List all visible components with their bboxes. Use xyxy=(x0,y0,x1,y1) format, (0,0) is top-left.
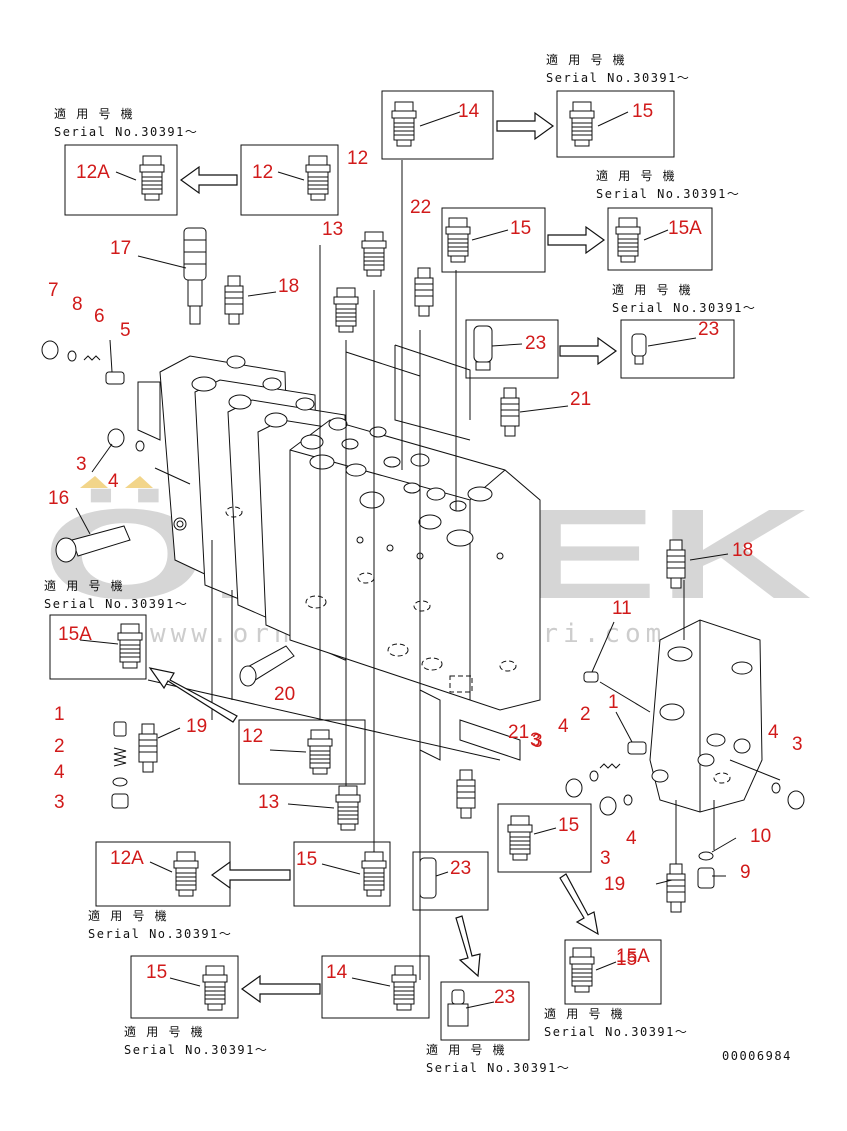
callout-label: 18 xyxy=(278,276,299,297)
callout-label: 3 xyxy=(792,734,803,755)
callout-label: 23 xyxy=(525,333,546,354)
callout-label: 19 xyxy=(186,716,207,737)
callout-label: 14 xyxy=(326,962,348,983)
main-valve-body xyxy=(137,160,541,980)
callout-label: 15A xyxy=(668,218,702,239)
callout-label: 3 xyxy=(600,848,611,869)
serial-note-line1: 適 用 号 機 xyxy=(596,168,676,183)
serial-note-line2: Serial No.30391～ xyxy=(88,927,232,941)
callout-label: 23 xyxy=(494,987,515,1008)
callout-label: 1 xyxy=(54,704,65,725)
right-sub-block xyxy=(599,580,781,870)
callout-label: 3 xyxy=(530,730,541,751)
watermark-umlaut-left xyxy=(80,476,108,488)
serial-note-line1: 適 用 号 機 xyxy=(544,1006,624,1021)
callout-label: 13 xyxy=(322,219,343,240)
callout-label: 11 xyxy=(612,598,632,619)
callout-label: 12 xyxy=(252,162,273,183)
callout-label: 2 xyxy=(54,736,65,757)
drawing-number: 00006984 xyxy=(722,1049,792,1063)
callout-label: 15 xyxy=(296,849,317,870)
serial-note-line1: 適 用 号 機 xyxy=(54,106,134,121)
watermark-umlaut-right xyxy=(125,476,153,488)
callout-label: 4 xyxy=(626,828,637,849)
serial-note-line1: 適 用 号 機 xyxy=(44,578,124,593)
box-arrows xyxy=(148,111,618,1004)
callout-label: 9 xyxy=(740,862,751,883)
serial-note-line2: Serial No.30391～ xyxy=(54,125,198,139)
callout-label: 15 xyxy=(616,949,637,970)
callout-label: 5 xyxy=(120,320,131,341)
serial-note-line1: 適 用 号 機 xyxy=(426,1042,506,1057)
serial-note-line1: 適 用 号 機 xyxy=(124,1024,204,1039)
callout-label: 4 xyxy=(768,722,779,743)
callout-label: 23 xyxy=(698,319,719,340)
callout-label: 4 xyxy=(54,762,65,783)
callout-label: 3 xyxy=(76,454,87,475)
callout-label: 15 xyxy=(558,815,579,836)
serial-note-line2: Serial No.30391～ xyxy=(124,1043,268,1057)
callout-label: 22 xyxy=(410,197,431,218)
serial-note-line2: Serial No.30391～ xyxy=(596,187,740,201)
callout-label: 12 xyxy=(347,148,368,169)
callout-labels: 14 15 12A 12 12 13 22 15 15A 23 23 21 17… xyxy=(48,101,803,1008)
callout-label: 12A xyxy=(76,162,110,183)
serial-note-line2: Serial No.30391～ xyxy=(44,597,188,611)
callout-label: 17 xyxy=(110,238,131,259)
callout-label: 15 xyxy=(510,218,531,239)
serial-note-line2: Serial No.30391～ xyxy=(544,1025,688,1039)
callout-label: 19 xyxy=(604,874,625,895)
serial-note-line2: Serial No.30391～ xyxy=(546,71,690,85)
callout-label: 8 xyxy=(72,294,83,315)
callout-label: 4 xyxy=(558,716,569,737)
serial-notes: 適 用 号 機 Serial No.30391～ 適 用 号 機 Serial … xyxy=(44,52,792,1075)
callout-label: 6 xyxy=(94,306,105,327)
callout-label: 4 xyxy=(108,471,119,492)
serial-note-line1: 適 用 号 機 xyxy=(88,908,168,923)
callout-label: 12 xyxy=(242,726,263,747)
callout-label: 15A xyxy=(616,946,650,967)
serial-note-line1: 適 用 号 機 xyxy=(612,282,692,297)
callout-label: 1 xyxy=(608,692,619,713)
callout-label: 3 xyxy=(532,731,543,752)
callout-label: 21 xyxy=(508,722,529,743)
serial-note-line2: Serial No.30391～ xyxy=(612,301,756,315)
callout-label: 15 xyxy=(146,962,167,983)
callout-label: 20 xyxy=(274,684,295,705)
parts xyxy=(41,101,805,1027)
callout-label: 12A xyxy=(110,848,144,869)
callout-label: 7 xyxy=(48,280,59,301)
callout-label: 15 xyxy=(632,101,653,122)
callout-label: 21 xyxy=(570,389,591,410)
callout-label: 10 xyxy=(750,826,771,847)
callout-label: 2 xyxy=(580,704,591,725)
callout-label: 18 xyxy=(732,540,753,561)
callout-label: 16 xyxy=(48,488,69,509)
callout-label: 13 xyxy=(258,792,279,813)
serial-note-line1: 適 用 号 機 xyxy=(546,52,626,67)
serial-note-line2: Serial No.30391～ xyxy=(426,1061,570,1075)
callout-label: 15A xyxy=(58,624,92,645)
callout-label: 3 xyxy=(54,792,65,813)
callout-label: 23 xyxy=(450,858,471,879)
callout-label: 14 xyxy=(458,101,480,122)
